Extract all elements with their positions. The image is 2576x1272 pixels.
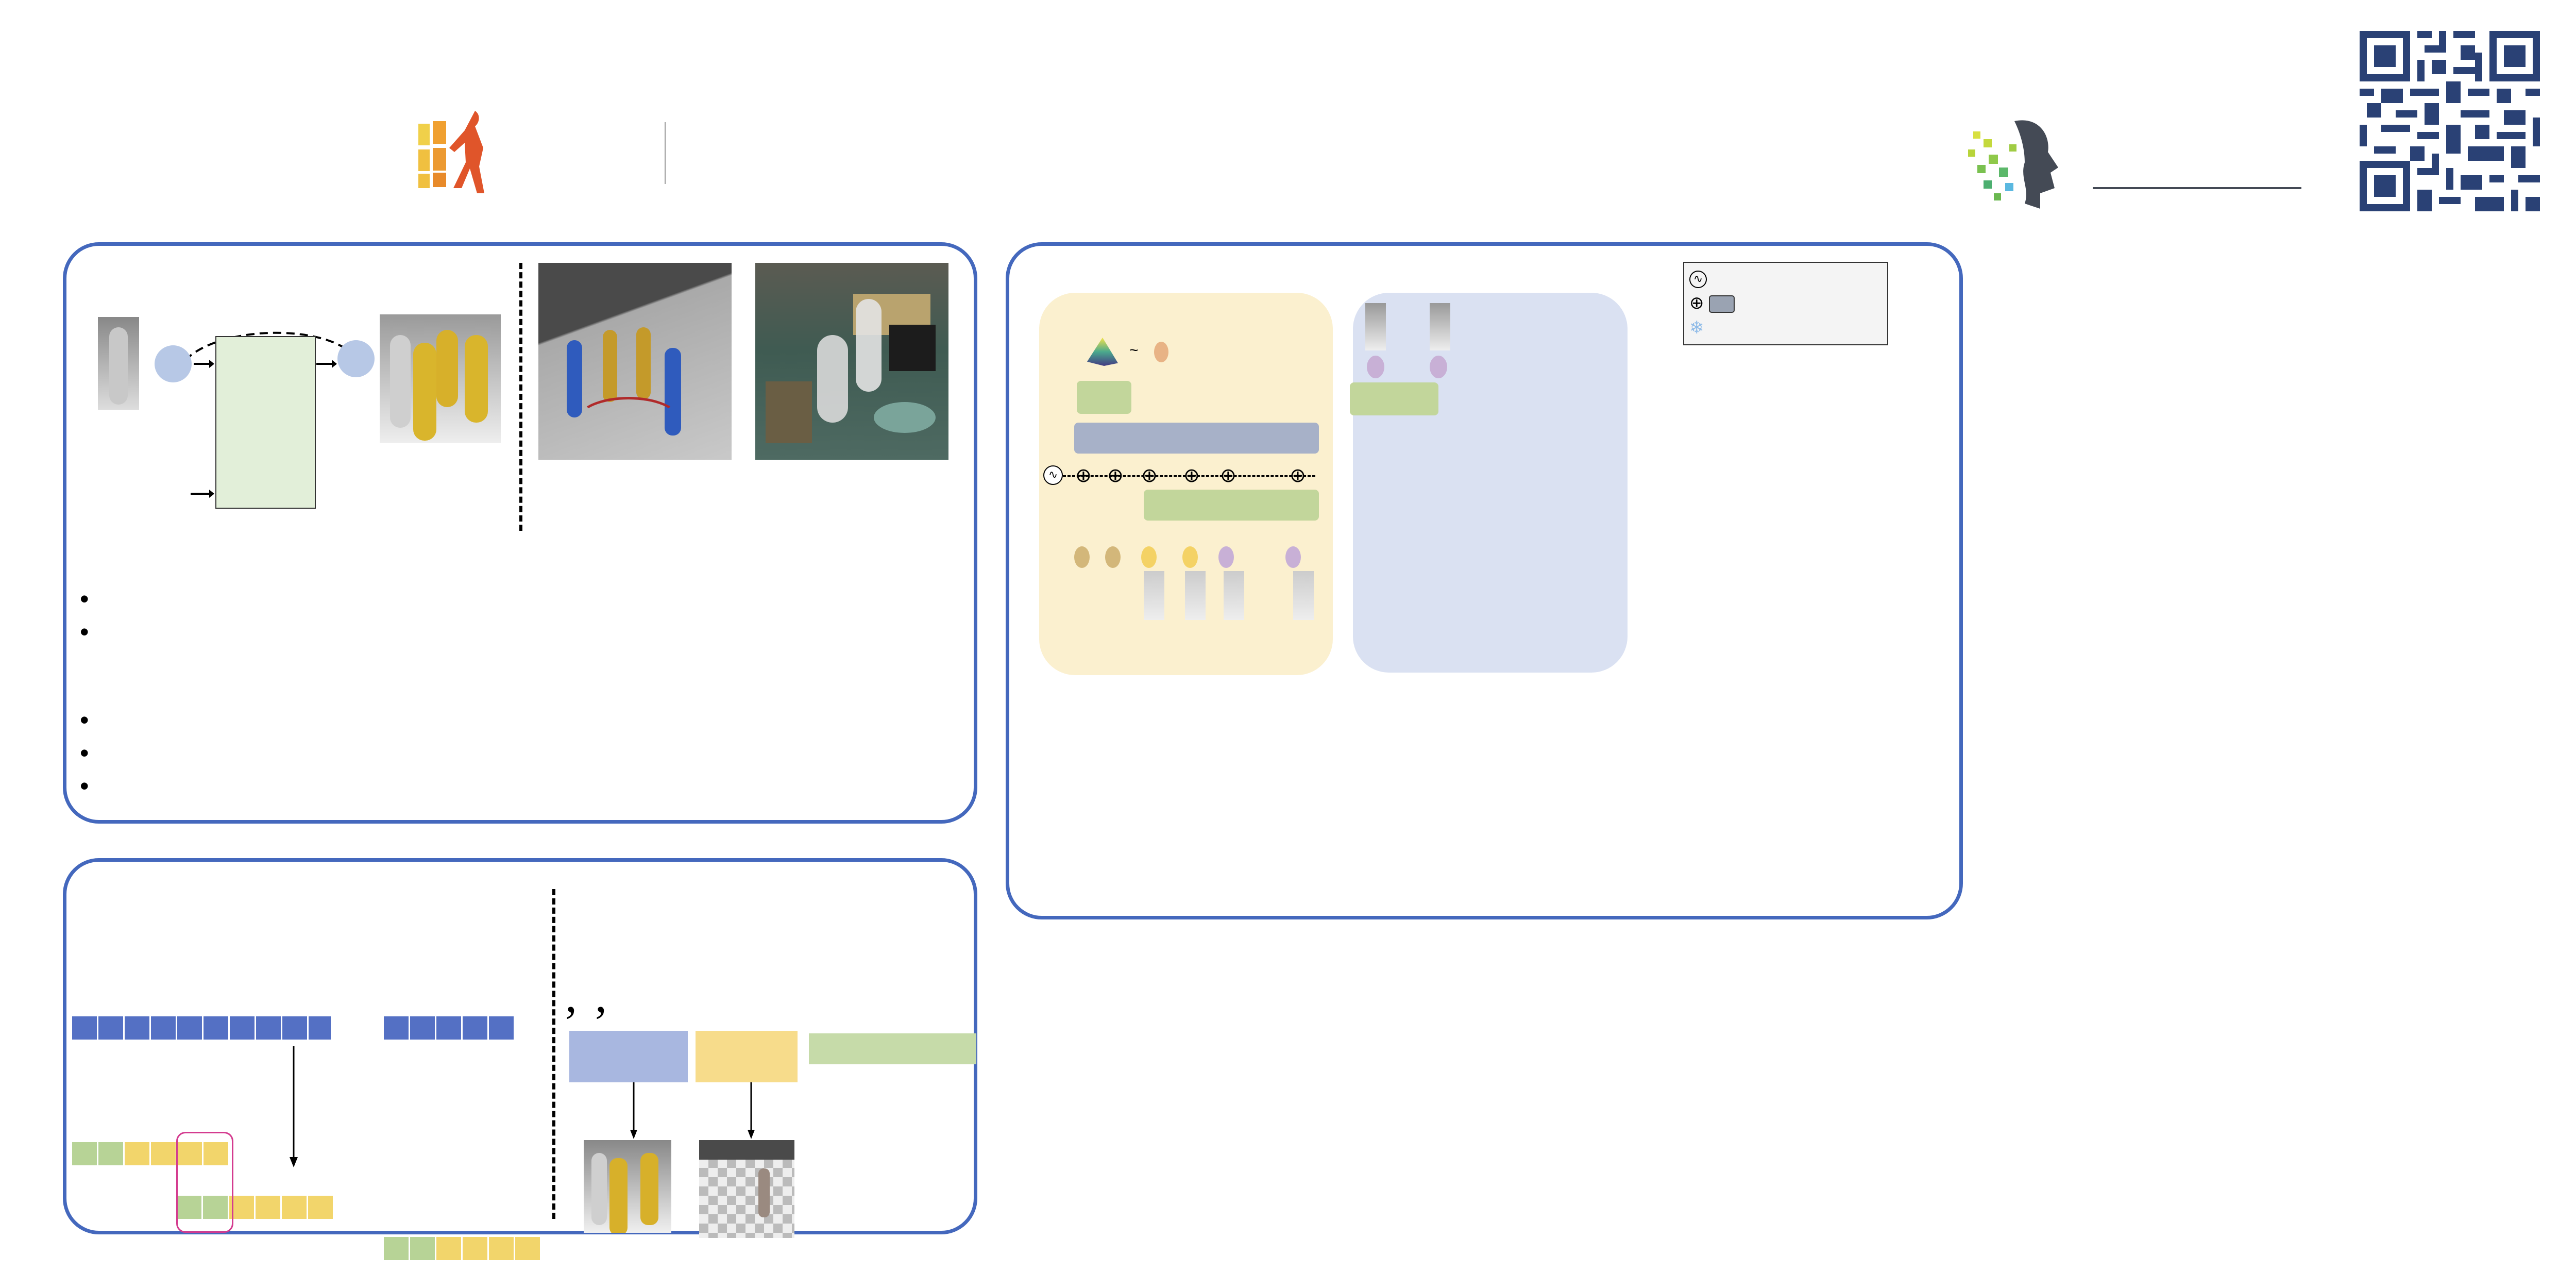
encoder-tilde: ~ <box>1129 342 1139 359</box>
addition-icon: ⊕ <box>1107 465 1124 487</box>
decoder-out-x1 <box>1367 356 1384 378</box>
vlg-divider <box>665 122 666 184</box>
scene-interaction-image <box>755 263 948 460</box>
goals-list <box>80 582 96 648</box>
per-frame-tuple: , , <box>559 969 625 1023</box>
goal-item <box>80 615 96 648</box>
contribution-item <box>80 737 96 769</box>
decoder-linear-top <box>1350 382 1438 415</box>
primitive-divider <box>552 889 555 1219</box>
encoder-linear-bottom <box>1144 490 1319 521</box>
motion-inbetween-image <box>538 263 732 460</box>
readout-arrows <box>630 1082 755 1139</box>
token-hH <box>1182 546 1198 568</box>
iclr-logo <box>1963 111 2301 209</box>
iclr-head-icon <box>1968 120 2058 209</box>
legend-temporal-diff <box>809 1033 976 1064</box>
qr-code[interactable] <box>2360 31 2540 211</box>
contribution-item <box>80 704 96 737</box>
legend-joints <box>696 1031 798 1082</box>
token-x1 <box>1218 546 1234 568</box>
addition-icon: ⊕ <box>1075 465 1092 487</box>
token-h1 <box>1141 546 1157 568</box>
legend-smplx <box>569 1031 688 1082</box>
token-t-mu <box>1074 546 1090 568</box>
autoregressive-panel <box>1006 242 1963 919</box>
contributions-list <box>80 704 96 802</box>
overlap-highlight <box>176 1132 233 1233</box>
legend-pe-row: ∿ <box>1689 266 1882 291</box>
vlg-logo <box>418 111 789 193</box>
eth-logo <box>62 116 68 178</box>
real-time-animation-image <box>584 1140 671 1233</box>
encoder-transformer <box>1074 423 1319 454</box>
vlg-runner-icon <box>418 111 484 193</box>
decoder-out-xF <box>1430 356 1447 378</box>
contribution-item <box>80 769 96 802</box>
iclr-divider <box>2093 187 2301 189</box>
pe-icon: ∿ <box>1689 271 1707 289</box>
frame-strip-full <box>72 1016 515 1040</box>
overview-divider <box>519 263 522 531</box>
encoder-frames <box>1144 571 1314 620</box>
primitive-strip-n <box>384 1237 540 1260</box>
legend-add-row: ⊕ <box>1689 291 1882 315</box>
encoder-linear-top <box>1077 381 1131 414</box>
primitive-strip-2 <box>177 1196 333 1219</box>
encoder-z-node <box>1154 342 1168 362</box>
switch-icon <box>1708 295 1735 313</box>
overview-arrows <box>191 360 337 498</box>
encoder-tokens <box>1074 546 1332 569</box>
primitive-strip-1 <box>72 1142 228 1165</box>
addition-icon: ⊕ <box>1183 465 1200 487</box>
spatial-goals-image <box>699 1140 794 1238</box>
pe-icon: ∿ <box>1043 465 1063 485</box>
decompose-arrow <box>290 1046 298 1167</box>
legend-fix-row: ❄ <box>1689 315 1882 340</box>
encoder-pe-row: ∿ ⊕ ⊕ ⊕ ⊕ ⊕ ⊕ <box>1043 463 1332 489</box>
overview-generation-box <box>215 336 316 509</box>
goal-item <box>80 582 96 615</box>
decoder-output-frames <box>1365 303 1484 352</box>
decoder-block <box>1353 293 1628 673</box>
addition-icon: ⊕ <box>1141 465 1158 487</box>
arch-legend: ∿ ⊕ ❄ <box>1683 262 1888 345</box>
tuple-comma: , <box>565 969 589 1022</box>
overview-panel <box>63 242 977 824</box>
token-xF <box>1285 546 1301 568</box>
token-t-sigma <box>1105 546 1121 568</box>
tuple-comma: , <box>595 969 619 1022</box>
overview-history-image <box>98 317 139 410</box>
overview-x-node <box>337 340 375 377</box>
addition-icon: ⊕ <box>1290 465 1306 487</box>
snowflake-icon: ❄ <box>1689 318 1704 338</box>
addition-icon: ⊕ <box>1689 293 1704 313</box>
overview-h-node <box>155 345 192 382</box>
addition-icon: ⊕ <box>1220 465 1236 487</box>
overview-future-image <box>380 314 501 443</box>
